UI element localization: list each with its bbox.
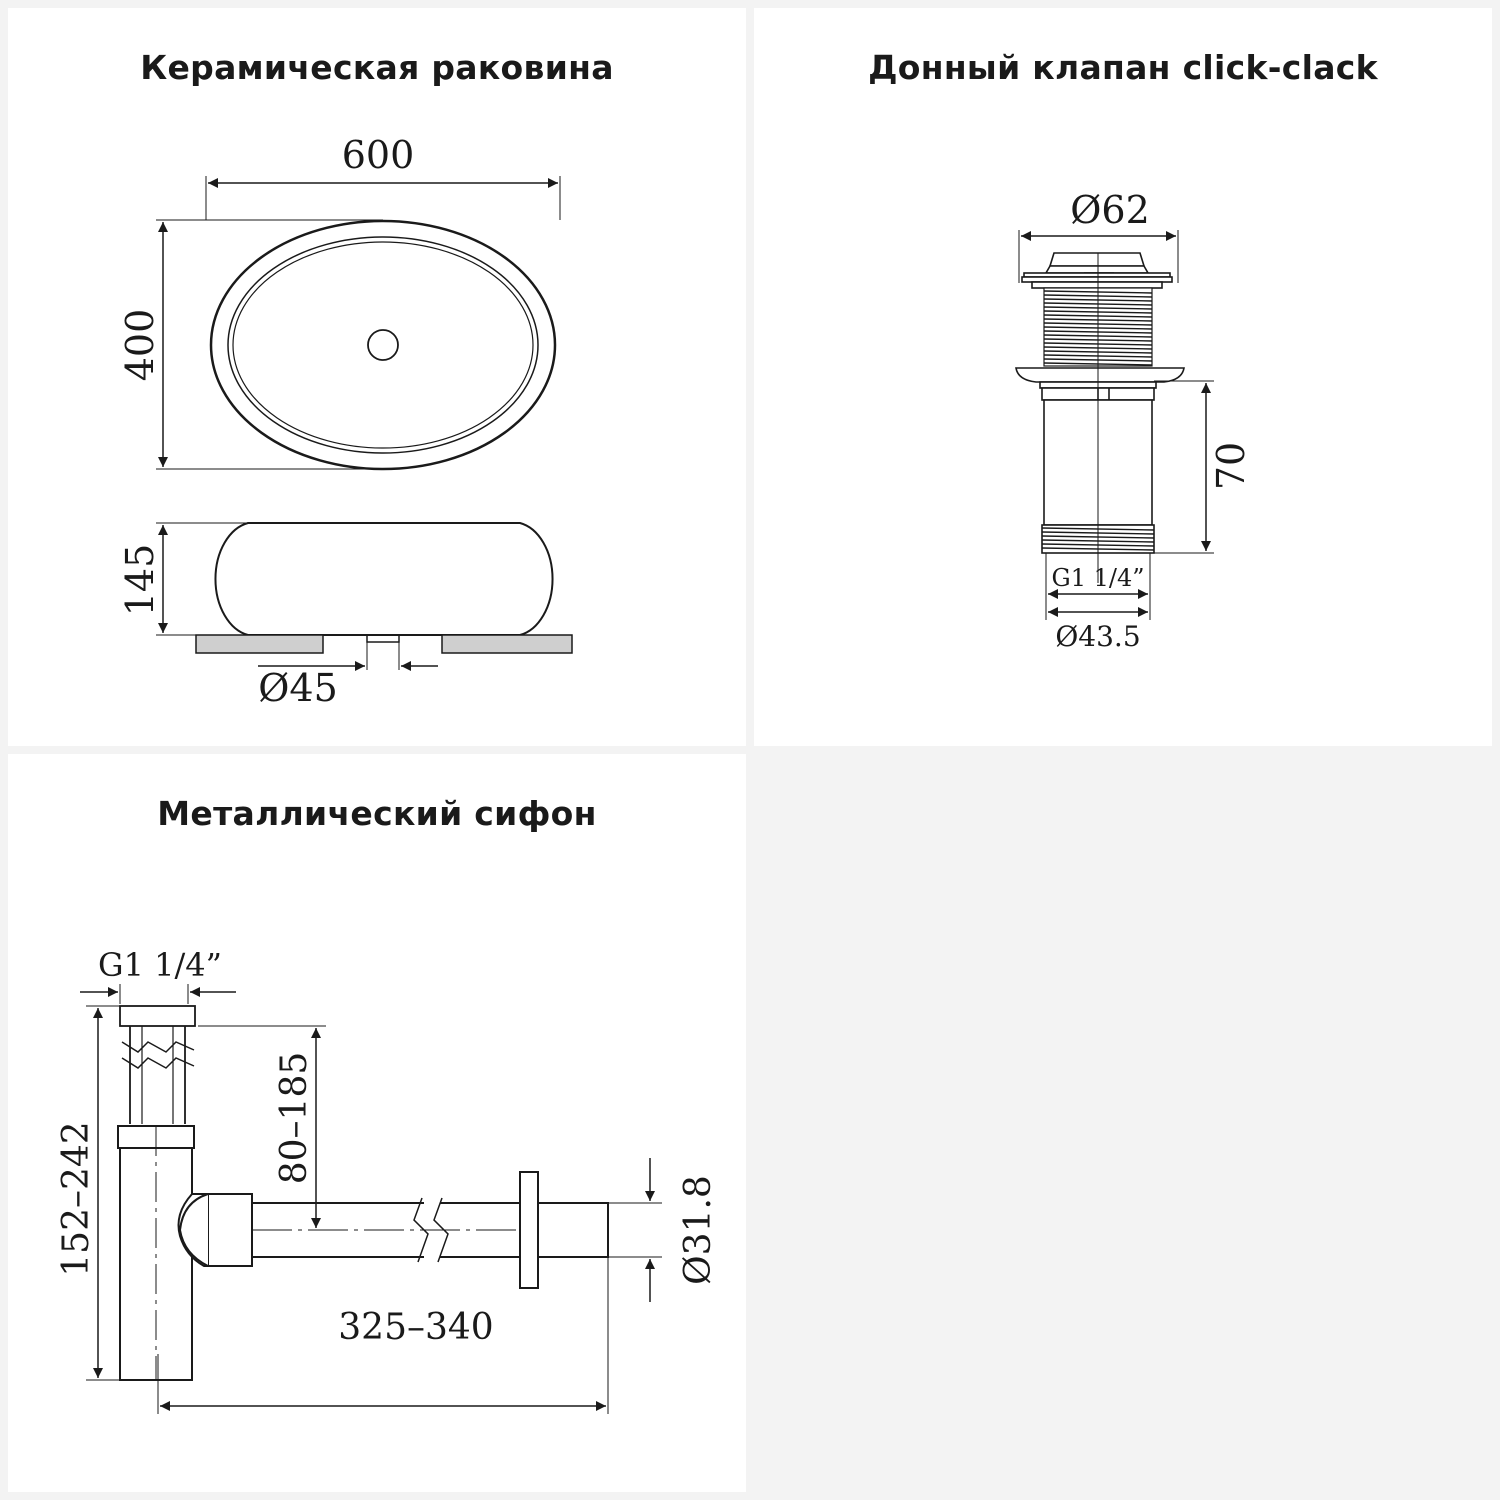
sink-side: [214, 522, 554, 636]
drain-diameter-label: Ø45: [258, 666, 338, 710]
valve-cap-label: Ø62: [1070, 188, 1150, 232]
siphon-inlet-label: 80–185: [274, 1052, 315, 1185]
drain-hole: [367, 329, 399, 361]
sink-width-label: 600: [342, 133, 415, 177]
siphon-title: Металлический сифон: [157, 794, 597, 833]
siphon-panel: Металлический сифон: [8, 754, 746, 1492]
sink-rim: [209, 219, 557, 471]
siphon-thread-label: G1 1/4”: [98, 946, 222, 984]
siphon-wall-flange: [519, 1171, 539, 1289]
siphon-drawing: G1 1/4” 152–242 80–185 325–340 Ø31.8: [56, 946, 719, 1414]
sink-drawing: 600 400 145 Ø45: [118, 133, 573, 710]
empty-panel: [754, 754, 1492, 1492]
counter-left: [195, 634, 324, 654]
valve-panel: Донный клапан click-clack: [754, 8, 1492, 746]
counter-right: [441, 634, 573, 654]
valve-title: Донный клапан click-clack: [868, 48, 1378, 87]
valve-flange: [1015, 367, 1185, 383]
siphon-inlet-cap: [119, 1005, 196, 1027]
valve-drawing: Ø62 70 G1 1/4” Ø43.5: [1015, 188, 1253, 653]
sink-bowl: [227, 236, 539, 454]
sink-height-label: 145: [118, 544, 162, 617]
siphon-outlet-label: Ø31.8: [678, 1175, 719, 1285]
valve-bottom-label: Ø43.5: [1055, 620, 1140, 653]
valve-cap: [1048, 252, 1146, 267]
valve-length-label: 70: [1209, 442, 1253, 490]
sink-depth-label: 400: [118, 309, 162, 382]
siphon-length-label: 325–340: [338, 1307, 493, 1348]
sink-panel: Керамическая раковина: [8, 8, 746, 746]
sink-title: Керамическая раковина: [140, 48, 614, 87]
siphon-height-label: 152–242: [56, 1121, 97, 1276]
valve-thread-label: G1 1/4”: [1052, 564, 1145, 592]
